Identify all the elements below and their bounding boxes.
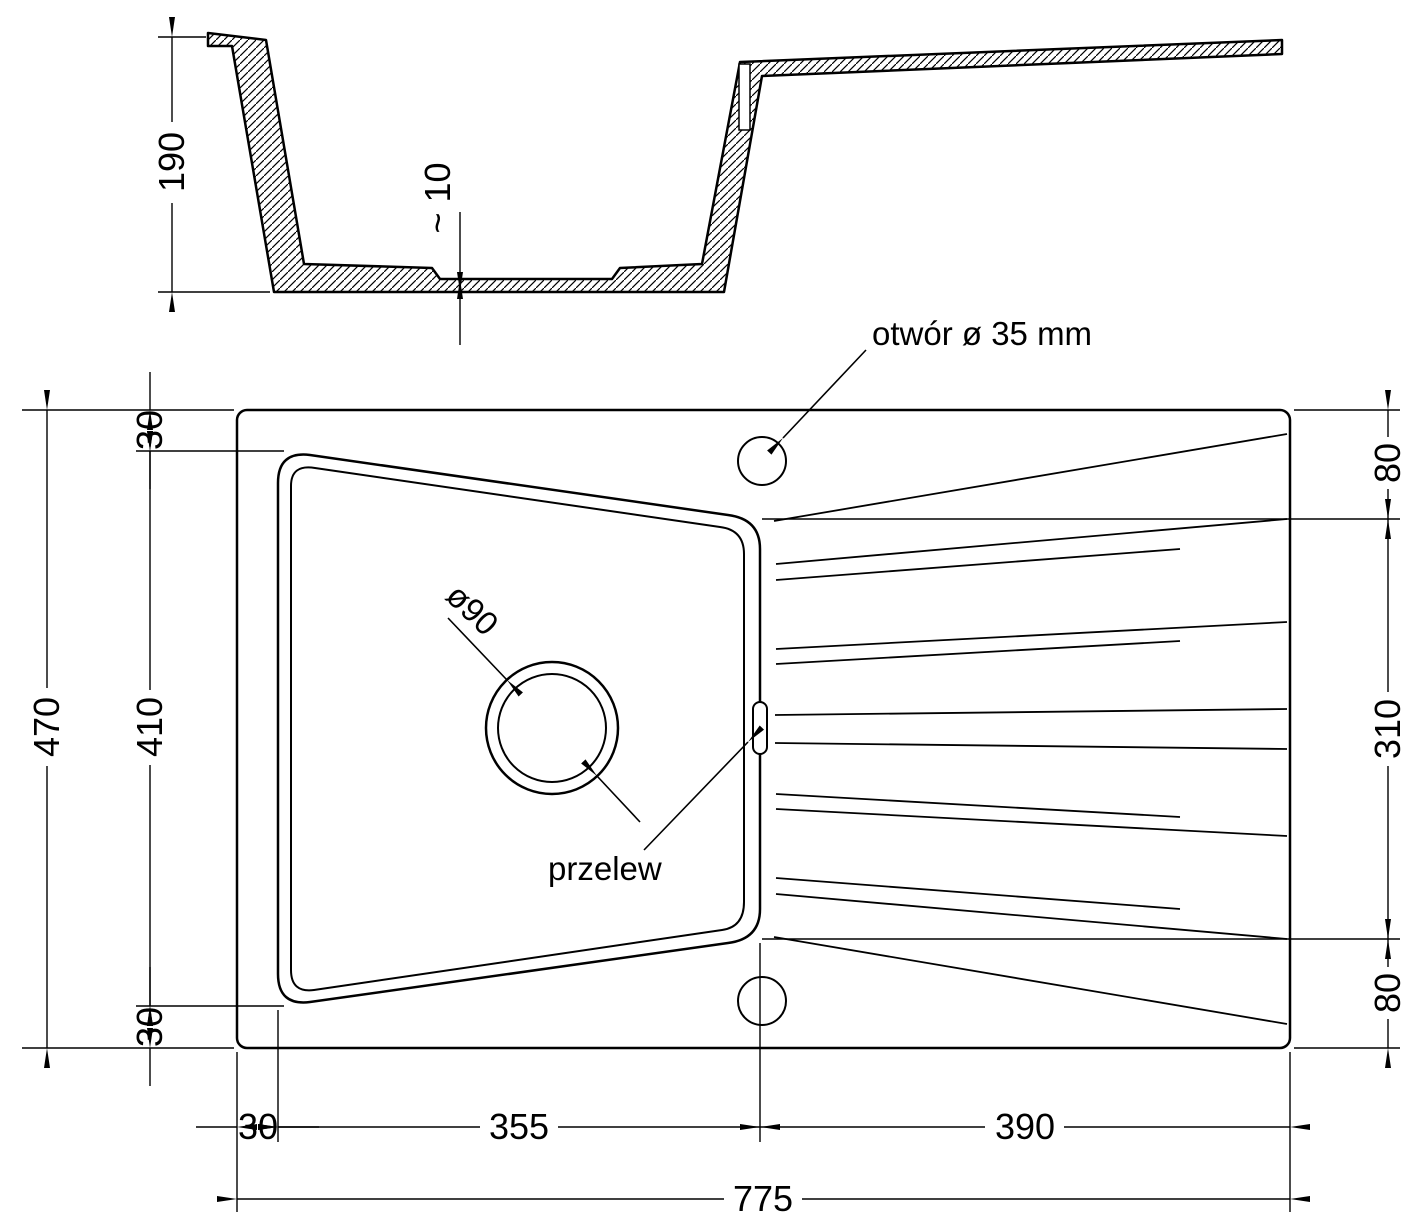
drainer-groove-line — [775, 548, 1181, 581]
overflow-label: przelew — [548, 850, 662, 887]
bottom-hole — [737, 976, 787, 1026]
overflow-slot-section — [738, 63, 751, 131]
drain-circle-outer — [484, 660, 620, 796]
section-material-profile — [206, 31, 1284, 294]
dimensions: 470 410 30 30 80 310 80 — [22, 372, 1408, 1219]
dim-floor-thickness: ~ 10 — [417, 162, 458, 233]
dim-overall-height: 470 — [26, 697, 67, 757]
drainer-groove-line — [775, 518, 1288, 565]
dim-rim-left-width: 30 — [238, 1106, 278, 1147]
basin-rim-outer — [276, 453, 762, 1004]
drainer-groove-line — [773, 936, 1288, 1025]
drainer-groove-line — [775, 793, 1181, 818]
drainer-groove-line — [775, 640, 1181, 665]
dim-drainer-height: 310 — [1367, 699, 1408, 759]
dim-drainer-width: 390 — [995, 1106, 1055, 1147]
drainer-groove-line — [775, 877, 1181, 910]
drainer-groove-line — [774, 708, 1288, 716]
drainer-groove-line — [773, 433, 1288, 522]
overflow-slot — [752, 701, 768, 755]
tap-hole-leader — [767, 349, 867, 455]
drain-diameter-leader — [581, 759, 641, 823]
drainer-groove-line — [775, 893, 1288, 940]
tap-hole-label: otwór ø 35 mm — [872, 315, 1092, 352]
drain-circle-inner — [497, 673, 607, 783]
dim-basin-width: 355 — [489, 1106, 549, 1147]
drainer-groove-line — [775, 808, 1288, 837]
dim-rim-bottom: 30 — [129, 1007, 170, 1047]
drain-diameter-label: ø90 — [439, 576, 506, 642]
cross-section-view: 190 ~ 10 — [151, 17, 1284, 345]
dim-rim-top: 30 — [129, 410, 170, 450]
dim-section-depth: 190 — [151, 132, 192, 192]
dim-basin-height: 410 — [129, 697, 170, 757]
plan-view: otwór ø 35 mm ø90 przelew — [235, 315, 1292, 1050]
dim-drainer-bottom-offset: 80 — [1367, 973, 1408, 1013]
drain-diameter-leader — [447, 617, 523, 697]
dim-drainer-top-offset: 80 — [1367, 443, 1408, 483]
drainer-groove-line — [774, 742, 1288, 750]
dim-overall-width: 775 — [733, 1178, 793, 1219]
tap-hole — [737, 436, 787, 486]
overflow-leader — [643, 725, 765, 851]
drainer-groove-line — [775, 621, 1288, 650]
basin-rim-inner — [290, 466, 745, 992]
sink-outer-edge — [235, 408, 1292, 1050]
